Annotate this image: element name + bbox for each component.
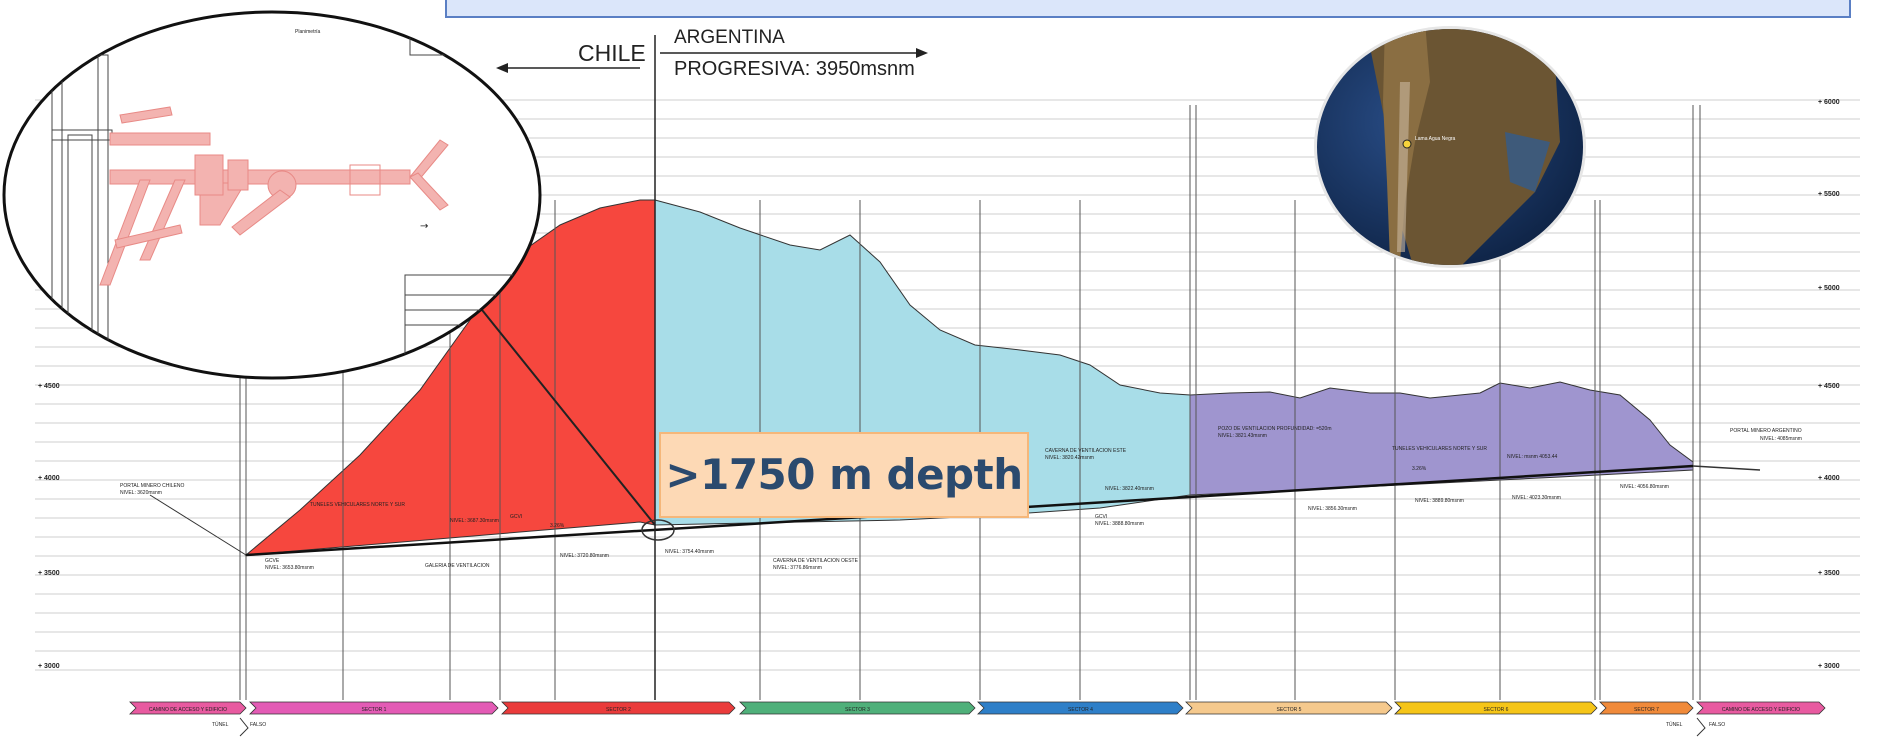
annotation: NIVEL: 3889.80msnm bbox=[1415, 498, 1464, 504]
argentina-lower-section bbox=[1189, 381, 1694, 496]
annotation: PORTAL MINERO CHILENO bbox=[120, 483, 184, 489]
elevation-label-left: + 3500 bbox=[38, 570, 60, 577]
annotation: NIVEL: 3856.30msnm bbox=[1308, 506, 1357, 512]
elevation-label-left: + 4500 bbox=[38, 383, 60, 390]
arrow-argentina-head bbox=[916, 48, 928, 58]
annotation: NIVEL: 3720.80msnm bbox=[560, 553, 609, 559]
falso-left-label: FALSO bbox=[250, 722, 266, 728]
sector-bar: CAMINO DE ACCESO Y EDIFICIO SECTOR 1 SECTO… bbox=[129, 701, 1826, 715]
annotation: NIVEL: 3754.40msnm bbox=[665, 549, 714, 555]
right-portal-tail bbox=[1692, 465, 1761, 471]
elevation-label-right: + 5000 bbox=[1818, 285, 1840, 292]
annotation: GCVI bbox=[1095, 514, 1107, 520]
annotation: NIVEL: 3888.80msnm bbox=[1095, 521, 1144, 527]
tunel-right-label: TÚNEL bbox=[1666, 721, 1683, 728]
ventilation-gallery-line bbox=[469, 294, 656, 526]
elevation-label-right: + 4000 bbox=[1818, 475, 1840, 482]
argentina-label: ARGENTINA bbox=[674, 27, 785, 48]
progresiva-label: PROGRESIVA: 3950msnm bbox=[674, 58, 915, 80]
annotation: CAVERNA DE VENTILACION ESTE bbox=[1045, 448, 1127, 454]
annotation: NIVEL: 3822.40msnm bbox=[1105, 486, 1154, 492]
location-pin-icon bbox=[1402, 139, 1412, 149]
sector-label: SECTOR 5 bbox=[1277, 707, 1302, 713]
sector-segment bbox=[1696, 701, 1826, 715]
annotation: 3.26% bbox=[550, 523, 565, 529]
junction-marker bbox=[641, 519, 675, 541]
elevation-label-right: + 3000 bbox=[1818, 663, 1840, 670]
sector-segment bbox=[1394, 701, 1598, 715]
elevation-labels-right: + 6000 + 5500 + 5000 + 4500 + 4000 + 3500 + 30… bbox=[1818, 99, 1840, 670]
map-pin-label: Lama Agua Negra bbox=[1415, 136, 1456, 142]
elevation-labels-left: + 4500 + 4000 + 3500 + 3000 bbox=[38, 383, 60, 670]
sector-segment bbox=[501, 701, 736, 715]
inset-title: Planimetría bbox=[295, 29, 321, 35]
annotation: 3.26% bbox=[1412, 466, 1427, 472]
annotation: NIVEL: 3821.43msnm bbox=[1218, 433, 1267, 439]
sector-segment bbox=[249, 701, 499, 715]
annotation: NIVEL: 3820.42msnm bbox=[1045, 455, 1094, 461]
sector-label: SECTOR 1 bbox=[362, 707, 387, 713]
top-banner bbox=[445, 0, 1851, 18]
elevation-label-left: + 4000 bbox=[38, 475, 60, 482]
sector-label: SECTOR 7 bbox=[1634, 707, 1659, 713]
sector-segment bbox=[1599, 701, 1694, 715]
annotation: NIVEL: 4056.80msnm bbox=[1620, 484, 1669, 490]
annotation: TUNELES VEHICULARES NORTE Y SUR bbox=[1392, 446, 1487, 452]
sector-segment bbox=[1185, 701, 1393, 715]
elevation-label-right: + 6000 bbox=[1818, 99, 1840, 106]
tunel-labels: TÚNEL FALSO TÚNEL FALSO bbox=[212, 717, 1725, 737]
sector-label: SECTOR 2 bbox=[606, 707, 631, 713]
elevation-label-right: + 4500 bbox=[1818, 383, 1840, 390]
sector-segment bbox=[129, 701, 247, 715]
depth-callout: >1750 m depth bbox=[659, 432, 1029, 518]
annotation: POZO DE VENTILACION PROFUNDIDAD: =520m bbox=[1218, 426, 1332, 432]
north-arrow-icon: → bbox=[420, 221, 428, 232]
sector-label: CAMINO DE ACCESO Y EDIFICIO bbox=[149, 707, 227, 713]
sector-segment bbox=[977, 701, 1184, 715]
annotation: NIVEL: 4023.30msnm bbox=[1512, 495, 1561, 501]
annotation: NIVEL: 3687.30msnm bbox=[450, 518, 499, 524]
tunel-left-label: TÚNEL bbox=[212, 721, 229, 728]
sector-label: SECTOR 6 bbox=[1484, 707, 1509, 713]
chile-label: CHILE bbox=[578, 40, 646, 66]
annotation: GALERIA DE VENTILACION bbox=[425, 563, 490, 569]
annotation: GCVI bbox=[510, 514, 522, 520]
sector-label: CAMINO DE ACCESO Y EDIFICIO bbox=[1722, 707, 1800, 713]
sector-label: SECTOR 3 bbox=[845, 707, 870, 713]
elevation-label-right: + 3500 bbox=[1818, 570, 1840, 577]
left-portal-curve bbox=[149, 494, 247, 556]
profile-annotations: PORTAL MINERO CHILENO NIVEL: 3620msnm TU… bbox=[120, 426, 1802, 571]
sector-segment bbox=[739, 701, 976, 715]
annotation: PORTAL MINERO ARGENTINO bbox=[1730, 428, 1802, 434]
falso-right-label: FALSO bbox=[1709, 722, 1725, 728]
annotation: NIVEL: 4085msnm bbox=[1760, 436, 1802, 442]
arrow-chile-head bbox=[496, 63, 508, 73]
annotation: GCVE bbox=[265, 558, 280, 564]
sector-label: SECTOR 4 bbox=[1068, 707, 1093, 713]
annotation: NIVEL: 3620msnm bbox=[120, 490, 162, 496]
satellite-map: Lama Agua Negra bbox=[1314, 26, 1586, 268]
elevation-label-right: + 5500 bbox=[1818, 191, 1840, 198]
annotation: CAVERNA DE VENTILACION OESTE bbox=[773, 558, 859, 564]
planimetry-inset: Planimetría → bbox=[2, 10, 542, 380]
annotation: NIVEL: msnm 4053.44 bbox=[1507, 454, 1558, 460]
annotation: NIVEL: 3776.86msnm bbox=[773, 565, 822, 571]
falso-right-bracket bbox=[1696, 717, 1706, 737]
annotation: TUNELES VEHICULARES NORTE Y SUR bbox=[310, 502, 405, 508]
annotation: NIVEL: 3653.80msnm bbox=[265, 565, 314, 571]
falso-left-bracket bbox=[239, 717, 249, 737]
elevation-label-left: + 3000 bbox=[38, 663, 60, 670]
